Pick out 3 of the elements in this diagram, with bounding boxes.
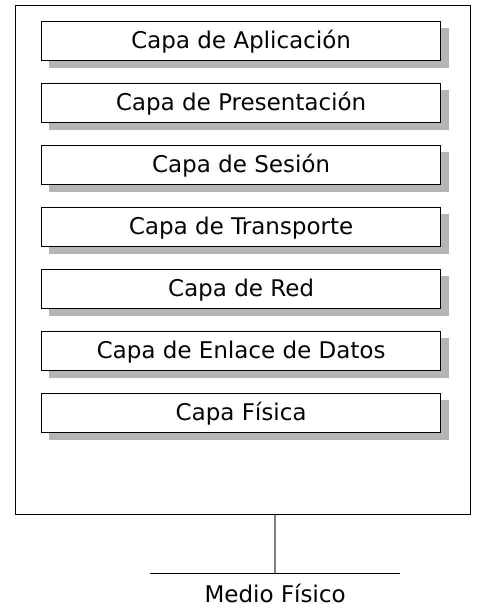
stack-frame (15, 5, 471, 515)
medium-line-label: Medio Físico (150, 573, 400, 609)
connector-line (274, 514, 276, 574)
